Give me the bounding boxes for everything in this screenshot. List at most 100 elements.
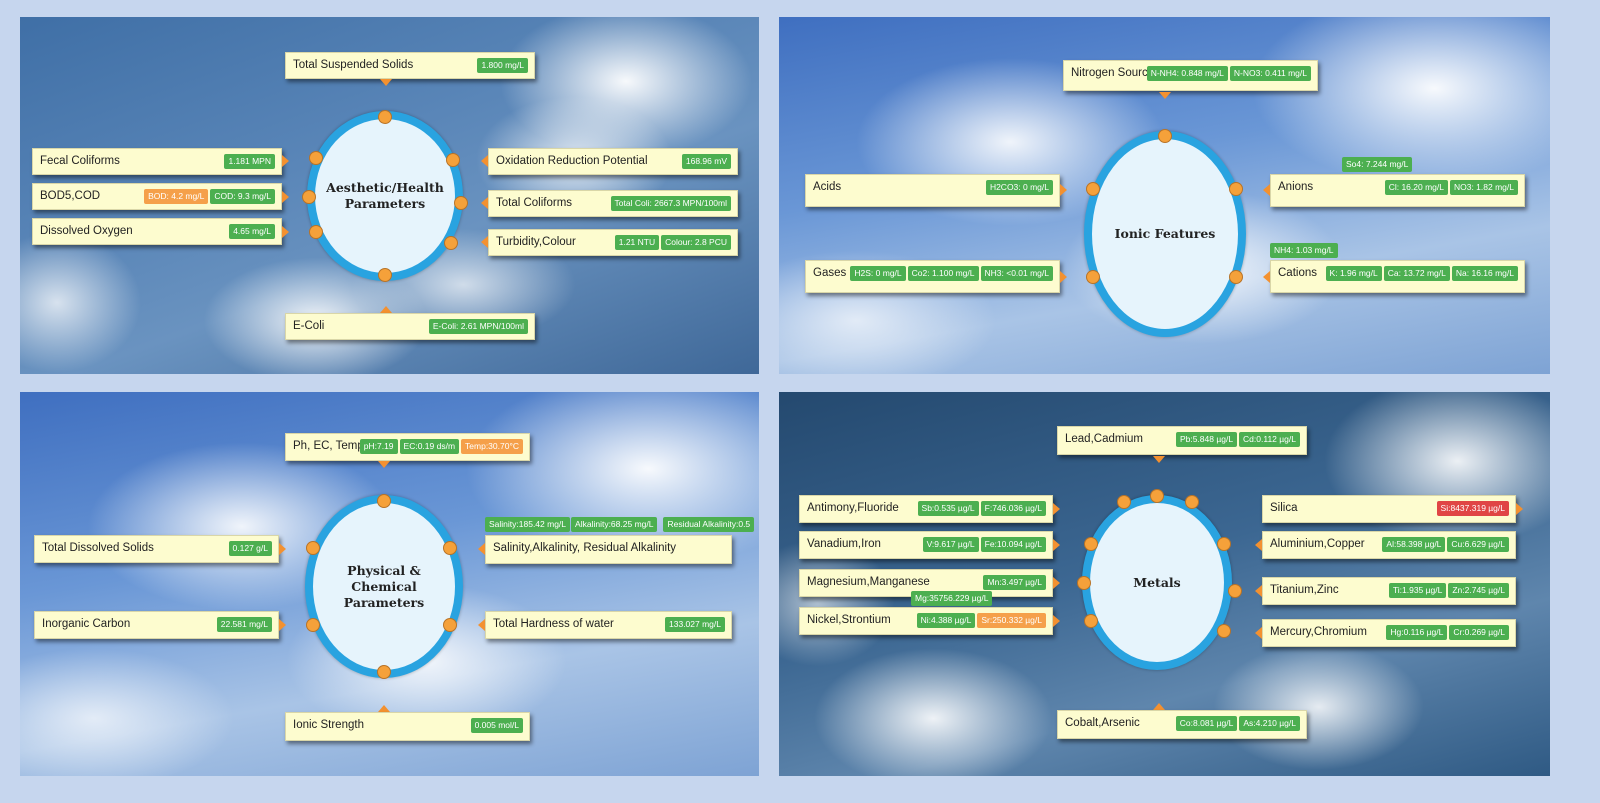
hub-title: Metals	[1133, 574, 1181, 590]
param-inorganic-carbon[interactable]: Inorganic Carbon 22.581 mg/L	[34, 611, 279, 639]
node-dot[interactable]	[309, 151, 323, 165]
param-total-coliforms[interactable]: Total Coliforms Total Coli: 2667.3 MPN/1…	[488, 190, 738, 217]
node-dot[interactable]	[1117, 495, 1131, 509]
hub-circle: Ionic Features	[1084, 131, 1246, 337]
arrow-icon	[279, 619, 286, 631]
value-badge: EC:0.19 ds/m	[399, 439, 460, 454]
arrow-icon	[1060, 271, 1067, 283]
salinity-floating-badges: Salinity:185.42 mg/L Alkalinity:68.25 mg…	[485, 517, 755, 532]
arrow-icon	[1053, 503, 1060, 515]
value-badge: Ti:1.935 µg/L	[1388, 583, 1447, 598]
node-dot[interactable]	[443, 618, 457, 632]
node-dot[interactable]	[378, 110, 392, 124]
node-dot[interactable]	[454, 196, 468, 210]
arrow-icon	[1263, 184, 1270, 196]
node-dot[interactable]	[1084, 537, 1098, 551]
node-dot[interactable]	[1229, 270, 1243, 284]
param-e-coli[interactable]: E-Coli E-Coli: 2.61 MPN/100ml	[285, 313, 535, 340]
value-badge: Cd:0.112 µg/L	[1239, 432, 1300, 447]
node-dot[interactable]	[1185, 495, 1199, 509]
arrow-icon	[282, 155, 289, 167]
hub-circle: Aesthetic/Health Parameters	[307, 111, 463, 281]
param-silica[interactable]: Silica Si:8437.319 µg/L	[1262, 495, 1516, 523]
param-fecal-coliforms[interactable]: Fecal Coliforms 1.181 MPN	[32, 148, 282, 175]
value-badge: Zn:2.745 µg/L	[1448, 583, 1509, 598]
param-salinity-alkalinity[interactable]: Salinity,Alkalinity, Residual Alkalinity	[485, 535, 732, 564]
arrow-icon	[1053, 577, 1060, 589]
node-dot[interactable]	[306, 541, 320, 555]
panel-aesthetic-health: Aesthetic/Health Parameters Total Suspen…	[20, 17, 759, 374]
node-dot[interactable]	[1217, 537, 1231, 551]
value-badge: As:4.210 µg/L	[1239, 716, 1300, 731]
arrow-icon	[282, 191, 289, 203]
param-oxidation-reduction-potential[interactable]: Oxidation Reduction Potential 168.96 mV	[488, 148, 738, 175]
value-badge: 22.581 mg/L	[216, 617, 272, 632]
value-badge: Ni:4.388 µg/L	[916, 613, 976, 628]
value-badge: N-NH4: 0.848 mg/L	[1146, 66, 1228, 81]
node-dot[interactable]	[377, 494, 391, 508]
value-badge: Co:8.081 µg/L	[1175, 716, 1238, 731]
node-dot[interactable]	[1077, 576, 1091, 590]
value-badge: E-Coli: 2.61 MPN/100ml	[428, 319, 528, 334]
value-badge: V:9.617 µg/L	[922, 537, 979, 552]
floating-value-badge: NH4: 1.03 mg/L	[1270, 243, 1338, 258]
value-badge: Total Coli: 2667.3 MPN/100ml	[610, 196, 731, 211]
node-dot[interactable]	[1150, 489, 1164, 503]
arrow-icon	[1255, 539, 1262, 551]
arrow-icon	[1060, 184, 1067, 196]
value-badge: F:746.036 µg/L	[980, 501, 1046, 516]
value-badge: K: 1.96 mg/L	[1325, 266, 1382, 281]
node-dot[interactable]	[302, 190, 316, 204]
value-badge: 1.21 NTU	[614, 235, 660, 250]
hub-circle: Physical & Chemical Parameters	[305, 495, 463, 678]
value-badge: Cr:0.269 µg/L	[1449, 625, 1509, 640]
param-total-dissolved-solids[interactable]: Total Dissolved Solids 0.127 g/L	[34, 535, 279, 563]
arrow-icon	[378, 461, 390, 468]
arrow-icon	[380, 306, 392, 313]
value-badge: pH:7.19	[359, 439, 398, 454]
node-dot[interactable]	[1217, 624, 1231, 638]
node-dot[interactable]	[444, 236, 458, 250]
value-badge: 133.027 mg/L	[665, 617, 725, 632]
node-dot[interactable]	[1086, 182, 1100, 196]
node-dot[interactable]	[378, 268, 392, 282]
node-dot[interactable]	[1086, 270, 1100, 284]
param-total-suspended-solids[interactable]: Total Suspended Solids 1.800 mg/L	[285, 52, 535, 79]
value-badge: COD: 9.3 mg/L	[210, 189, 275, 204]
param-ionic-strength[interactable]: Ionic Strength 0.005 mol/L	[285, 712, 530, 741]
node-dot[interactable]	[1228, 584, 1242, 598]
node-dot[interactable]	[446, 153, 460, 167]
value-badge: 1.181 MPN	[224, 154, 275, 169]
arrow-icon	[1255, 585, 1262, 597]
node-dot[interactable]	[306, 618, 320, 632]
node-dot[interactable]	[1158, 129, 1172, 143]
arrow-icon	[378, 705, 390, 712]
node-dot[interactable]	[443, 541, 457, 555]
node-dot[interactable]	[377, 665, 391, 679]
arrow-icon	[282, 226, 289, 238]
param-acids[interactable]: Acids H2CO3: 0 mg/L	[805, 174, 1060, 207]
param-dissolved-oxygen[interactable]: Dissolved Oxygen 4.65 mg/L	[32, 218, 282, 245]
value-badge: Co2: 1.100 mg/L	[907, 266, 979, 281]
value-badge: Na: 16.16 mg/L	[1451, 266, 1518, 281]
param-total-hardness[interactable]: Total Hardness of water 133.027 mg/L	[485, 611, 732, 639]
node-dot[interactable]	[1084, 614, 1098, 628]
node-dot[interactable]	[309, 225, 323, 239]
value-badge: NO3: 1.82 mg/L	[1449, 180, 1518, 195]
node-dot[interactable]	[1229, 182, 1243, 196]
